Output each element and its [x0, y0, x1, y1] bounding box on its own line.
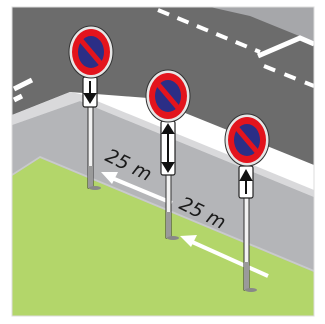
pole-shadow — [89, 186, 101, 190]
pole-shadow — [167, 236, 179, 240]
sign-pole-base — [166, 212, 171, 238]
sign-pole-base — [88, 166, 93, 188]
pole-shadow — [245, 288, 257, 292]
sign-pole-base — [244, 262, 249, 290]
